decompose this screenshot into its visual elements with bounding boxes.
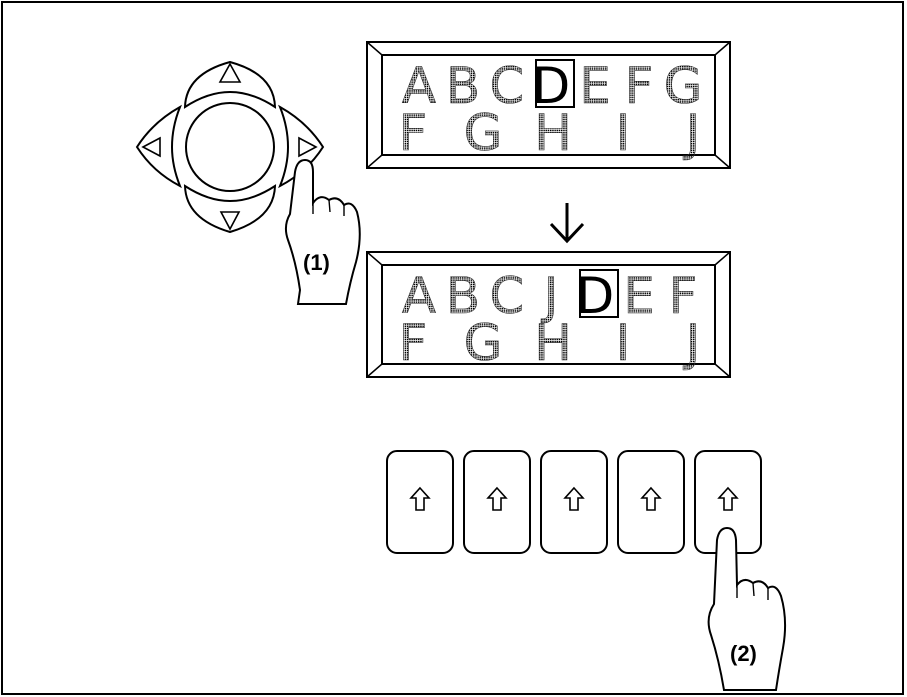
lcd-char: G bbox=[464, 104, 503, 162]
softkey-button-1[interactable] bbox=[386, 450, 454, 554]
lcd-char: G bbox=[664, 57, 703, 115]
dpad-up-button[interactable] bbox=[183, 60, 277, 109]
arrow-up-outline-icon bbox=[409, 486, 431, 511]
lcd-char: F bbox=[399, 104, 428, 162]
lcd-char: F bbox=[625, 57, 654, 115]
triangle-left-icon bbox=[141, 136, 161, 158]
lcd-char: H bbox=[534, 314, 572, 372]
lcd-char: F bbox=[399, 314, 428, 372]
lcd-char: E bbox=[579, 57, 611, 115]
arrow-up-outline-icon bbox=[563, 486, 585, 511]
arrow-down-icon bbox=[549, 203, 585, 244]
dpad-down-button[interactable] bbox=[183, 184, 277, 234]
triangle-right-icon bbox=[298, 136, 318, 158]
lcd-cursor-char: D bbox=[532, 57, 571, 115]
lcd-char: J bbox=[683, 314, 701, 372]
dpad bbox=[135, 60, 325, 234]
lcd-char: I bbox=[616, 104, 631, 162]
lcd-char: A bbox=[402, 267, 436, 325]
lcd-char: J bbox=[683, 104, 701, 162]
finger-knuckle-lines bbox=[736, 582, 769, 600]
softkey-button-4[interactable] bbox=[617, 450, 685, 554]
pointing-finger-icon bbox=[284, 158, 361, 305]
lcd-char: H bbox=[534, 104, 572, 162]
cursor-box bbox=[535, 59, 575, 108]
lcd-char: A bbox=[402, 57, 436, 115]
dpad-center-button[interactable] bbox=[185, 102, 275, 192]
lcd-char: B bbox=[446, 267, 480, 325]
finger-knuckle-lines bbox=[312, 199, 345, 216]
triangle-up-icon bbox=[218, 62, 242, 83]
lcd-char: G bbox=[464, 314, 503, 372]
softkey-button-2[interactable] bbox=[463, 450, 531, 554]
lcd-char: J bbox=[541, 267, 559, 325]
arrow-up-outline-icon bbox=[640, 486, 662, 511]
arrow-up-outline-icon bbox=[486, 486, 508, 511]
lcd-char: I bbox=[616, 314, 631, 372]
cursor-box bbox=[579, 269, 619, 318]
softkey-button-5[interactable] bbox=[694, 450, 762, 554]
softkey-row bbox=[386, 450, 762, 554]
lcd-char: E bbox=[623, 267, 655, 325]
lcd-char: F bbox=[669, 267, 698, 325]
pointing-finger-icon bbox=[707, 526, 787, 691]
lcd-char: B bbox=[446, 57, 480, 115]
callout-step2: (2) bbox=[730, 641, 757, 666]
lcd-cursor-char: D bbox=[576, 267, 615, 325]
lcd-char: C bbox=[490, 267, 525, 325]
triangle-down-icon bbox=[219, 211, 241, 231]
callout-step1: (1) bbox=[303, 250, 330, 275]
lcd-char: C bbox=[490, 57, 525, 115]
arrow-up-outline-icon bbox=[717, 486, 739, 511]
softkey-button-3[interactable] bbox=[540, 450, 608, 554]
